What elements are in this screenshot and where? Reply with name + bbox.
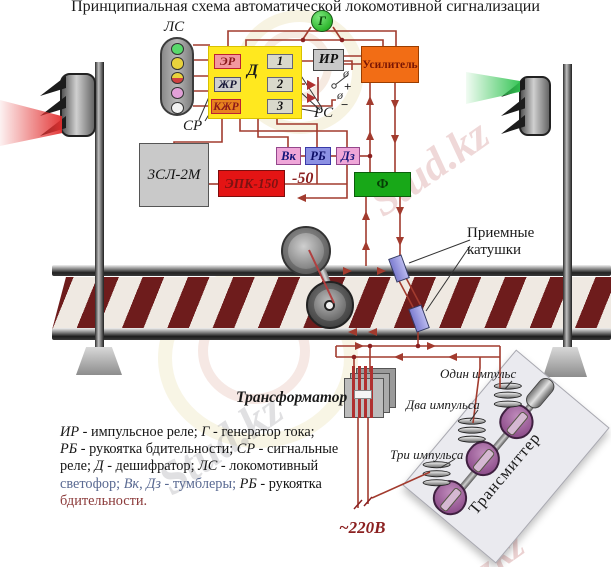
generator-circle: Г [311, 10, 333, 32]
green-beam [466, 72, 520, 104]
ls-lamp-yellow-red [170, 72, 184, 85]
rail-bottom [52, 328, 611, 340]
right-signal-pole [563, 64, 572, 352]
relay-kzhr: КЖР [211, 99, 241, 114]
epk-box: ЭПК-150 [218, 170, 285, 197]
contact-stack [493, 382, 524, 409]
terminal-symbol: ø [343, 66, 349, 80]
transformer-window [354, 390, 372, 399]
channel-2: 2 [267, 76, 293, 92]
cam-slot [471, 447, 496, 474]
dz-toggle: Дз [336, 147, 360, 165]
relay-zhr: ЖР [214, 76, 241, 92]
rs-label: РС [314, 105, 334, 121]
ls-label: ЛС [164, 19, 185, 35]
filter-box: Ф [354, 172, 411, 197]
pulse-label-three: Три импульса [390, 447, 464, 462]
ir-box: ИР [313, 49, 344, 71]
watermark-text: Stud.kz [360, 109, 498, 226]
rail-top [52, 265, 611, 276]
relay-er: ЭР [214, 54, 241, 69]
left-signal-pole [95, 62, 104, 352]
vk-toggle: Вк [276, 147, 301, 165]
legend-line: РБ - рукоятка бдительности; СР - сигналь… [60, 441, 339, 458]
minus50-label: -50 [292, 170, 314, 187]
channel-1: 1 [267, 54, 293, 69]
contact-stack [457, 417, 488, 444]
pulse-label-one: Один импульс [440, 366, 517, 381]
page-title: Принципиальная схема автоматической локо… [71, 0, 540, 15]
plus-label: + [344, 79, 352, 94]
legend-line: бдительности. [60, 492, 148, 509]
ls-lamp-red [170, 86, 184, 100]
amplifier-box: Усилитель [361, 46, 419, 83]
ls-lamp-list [170, 39, 184, 114]
cam-slot [439, 486, 463, 513]
rb-box: РБ [305, 147, 331, 165]
wheel-hub [324, 300, 335, 311]
ls-lamp-yellow [170, 57, 184, 70]
zsl-box: 3СЛ-2М [139, 143, 209, 207]
legend-line: светофор; Вк, Дз - тумблеры; РБ - рукоят… [60, 475, 322, 492]
receiving-coils-label: Приемные катушки [467, 225, 534, 259]
transformer [344, 366, 398, 420]
terminal-symbol: ø [337, 88, 343, 102]
ls-lamp-green [170, 42, 184, 55]
ls-lamp-white [170, 101, 184, 114]
contact-stack [422, 461, 453, 487]
receiving-coils-line1: Приемные [467, 225, 535, 241]
left-signal-base [76, 347, 122, 375]
transformer-winding [352, 366, 355, 418]
pulse-label-two: Два импульса [406, 397, 480, 412]
sr-label: СР [183, 118, 203, 134]
decoder-letter: Д [247, 62, 258, 79]
ls-capsule [160, 37, 194, 116]
legend-line: реле; Д - дешифратор; ЛС - локомотивный [60, 458, 319, 475]
wheel-rear [281, 226, 331, 276]
transformer-label: Трансформатор [236, 389, 348, 406]
legend-line: ИР - импульсное реле; Г - генератор тока… [60, 424, 315, 440]
right-signal-base [543, 347, 587, 377]
receiving-coils-line2: катушки [467, 242, 522, 258]
minus-label: − [341, 97, 349, 112]
legend-block: ИР - импульсное реле; Г - генератор тока… [60, 424, 362, 510]
voltage-label: ~220В [339, 518, 386, 537]
channel-3: 3 [267, 99, 293, 114]
